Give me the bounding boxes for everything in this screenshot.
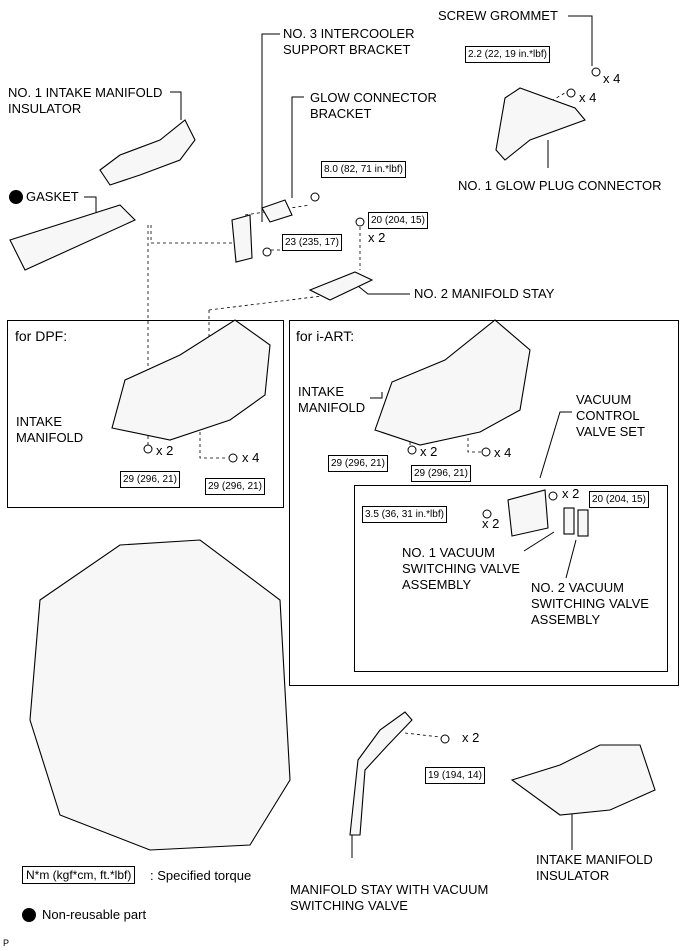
legend-nonreusable-text: Non-reusable part <box>42 907 147 922</box>
label-insulator-bottom-1: INTAKE MANIFOLD <box>536 852 653 867</box>
leader-vsv1 <box>523 531 555 552</box>
torque-dpf-a: 29 (296, 21) <box>120 471 180 488</box>
torque-stay-vsv: 19 (194, 14) <box>425 767 485 784</box>
qty-dpf-b: x 4 <box>242 450 260 465</box>
label-insulator-bottom-2: INSULATOR <box>536 868 610 883</box>
label-insulator-top-2: INSULATOR <box>8 101 82 116</box>
insulator-top-part <box>99 119 196 186</box>
qty-grommet: x 4 <box>603 71 621 86</box>
qty-vcv: x 2 <box>562 486 580 501</box>
leader-gasket <box>84 196 97 212</box>
qty-stay-vsv: x 2 <box>462 730 480 745</box>
vsv1-part <box>563 507 575 535</box>
label-intercooler-bracket-1: NO. 3 INTERCOOLER <box>283 26 415 41</box>
label-glow-plug-connector: NO. 1 GLOW PLUG CONNECTOR <box>458 178 662 193</box>
qty-vsv: x 2 <box>482 516 500 531</box>
qty-iart-a: x 2 <box>420 444 438 459</box>
label-vsv2-1: NO. 2 VACUUM <box>531 580 624 595</box>
page-code: P <box>3 938 10 948</box>
label-vcv-2: CONTROL <box>576 408 640 423</box>
label-vsv1-3: ASSEMBLY <box>402 577 472 592</box>
label-dpf-intake-1: INTAKE <box>16 414 62 429</box>
manifold-stay-2-part <box>308 271 374 301</box>
engine-part <box>29 539 291 851</box>
qty-glow-nut: x 4 <box>579 90 597 105</box>
label-gasket: GASKET <box>26 189 79 204</box>
vsv-subpanel <box>354 485 668 672</box>
leader-screw-grommet <box>568 15 593 66</box>
vsv2-part <box>577 509 589 537</box>
legend-torque-box: N*m (kgf*cm, ft.*lbf) <box>22 866 136 884</box>
label-intercooler-bracket-2: SUPPORT BRACKET <box>283 42 411 57</box>
vcv-part <box>507 489 549 537</box>
gasket-part <box>9 204 136 271</box>
label-vsv2-3: ASSEMBLY <box>531 612 601 627</box>
label-iart-intake-1: INTAKE <box>298 384 344 399</box>
torque-glow-bracket: 8.0 (82, 71 in.*lbf) <box>321 161 406 178</box>
dpf-intake-manifold-part <box>111 319 271 441</box>
label-dpf-intake-2: MANIFOLD <box>16 430 84 445</box>
iart-intake-manifold-part <box>374 319 531 446</box>
manifold-stay-vsv-part <box>349 711 413 836</box>
label-vsv1-1: NO. 1 VACUUM <box>402 545 495 560</box>
label-iart-intake-2: MANIFOLD <box>298 400 366 415</box>
leader-vcv <box>539 411 572 479</box>
label-vcv-1: VACUUM <box>576 392 632 407</box>
leader-vsv2 <box>565 539 577 579</box>
intercooler-bracket-part <box>231 214 253 263</box>
iart-panel <box>289 320 679 686</box>
leader-iart-intake <box>370 392 383 399</box>
torque-iart-a: 29 (296, 21) <box>328 455 388 472</box>
torque-grommet: 2.2 (22, 19 in.*lbf) <box>465 46 550 63</box>
label-vsv2-2: SWITCHING VALVE <box>531 596 649 611</box>
torque-intercooler: 23 (235, 17) <box>282 234 342 251</box>
qty-iart-b: x 4 <box>494 445 512 460</box>
legend-torque-text: : Specified torque <box>150 868 252 883</box>
label-screw-grommet: SCREW GROMMET <box>438 8 558 23</box>
qty-stay2: x 2 <box>368 230 386 245</box>
torque-vsv: 3.5 (36, 31 in.*lbf) <box>362 506 447 523</box>
iart-panel-title: for i-ART: <box>296 328 355 344</box>
label-glow-bracket-1: GLOW CONNECTOR <box>310 90 437 105</box>
nonreusable-dot-gasket <box>9 190 23 204</box>
torque-dpf-b: 29 (296, 21) <box>205 478 265 495</box>
leader-manifold-stay-2 <box>357 285 410 295</box>
leader-intercooler-bracket <box>261 33 280 222</box>
label-manifold-stay-2: NO. 2 MANIFOLD STAY <box>414 286 555 301</box>
dpf-panel-title: for DPF: <box>15 328 68 344</box>
legend-nonreusable-dot <box>22 908 36 922</box>
torque-iart-b: 29 (296, 21) <box>411 465 471 482</box>
insulator-bottom-part <box>510 744 656 816</box>
torque-stay2: 20 (204, 15) <box>368 212 428 229</box>
label-stay-vsv-2: SWITCHING VALVE <box>290 898 408 913</box>
dpf-panel <box>7 320 284 508</box>
label-stay-vsv-1: MANIFOLD STAY WITH VACUUM <box>290 882 489 897</box>
label-insulator-top-1: NO. 1 INTAKE MANIFOLD <box>8 85 163 100</box>
torque-vcv: 20 (204, 15) <box>589 491 649 508</box>
label-glow-bracket-2: BRACKET <box>310 106 372 121</box>
leader-glow-bracket <box>291 96 304 198</box>
leader-insulator-top <box>170 91 182 120</box>
glow-plug-connector-part <box>495 87 586 161</box>
label-vsv1-2: SWITCHING VALVE <box>402 561 520 576</box>
label-vcv-3: VALVE SET <box>576 424 645 439</box>
qty-dpf-a: x 2 <box>156 443 174 458</box>
glow-bracket-part <box>261 199 293 223</box>
